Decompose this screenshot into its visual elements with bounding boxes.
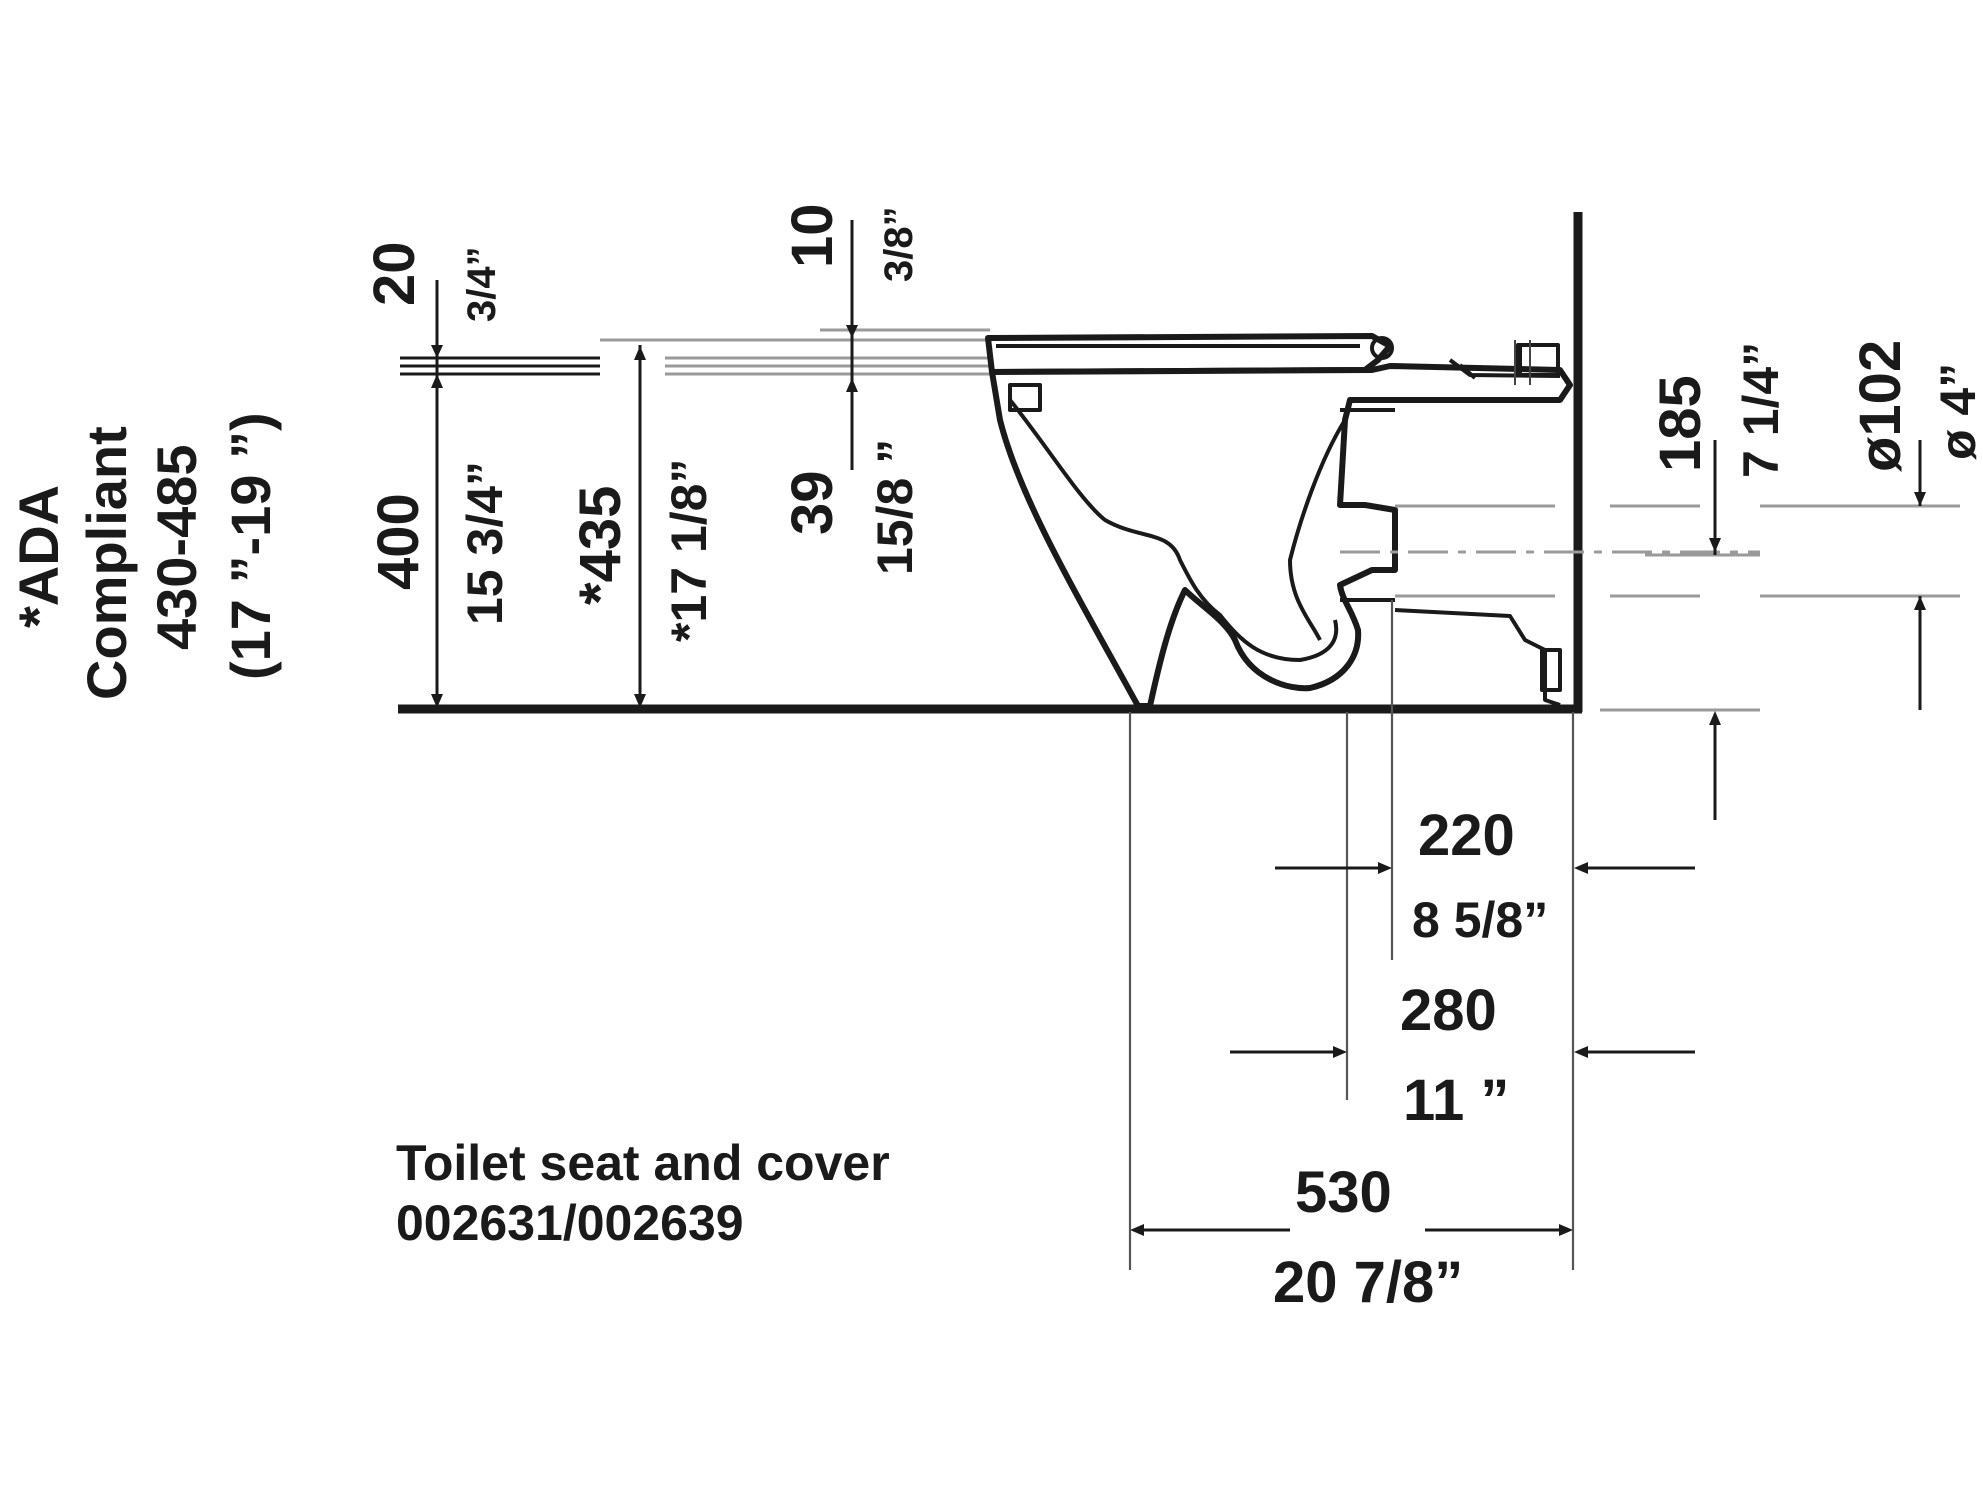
horizontal-extension-lines	[1128, 600, 1575, 1270]
label-435-in: *17 1/8”	[661, 459, 717, 642]
note-line-1: Toilet seat and cover	[396, 1135, 890, 1191]
label-10-mm: 10	[780, 203, 845, 268]
dimension-435	[634, 345, 646, 708]
label-diameter-in: ø 4”	[1930, 363, 1983, 460]
outlet-reference-lines	[1340, 504, 1960, 712]
ada-line-3: 430-485	[145, 444, 208, 650]
label-20-mm: 20	[362, 241, 427, 306]
label-220-in: 8 5/8”	[1412, 892, 1548, 948]
label-185-mm: 185	[1648, 375, 1713, 472]
toilet-body	[985, 333, 1573, 709]
dimension-400	[431, 280, 443, 708]
label-530-in: 20 7/8”	[1273, 1250, 1463, 1315]
toilet-seat-and-cover	[985, 333, 1393, 375]
label-39-in: 15/8 ”	[867, 439, 923, 575]
label-220-mm: 220	[1418, 803, 1515, 868]
ada-line-4: (17 ”-19 ”)	[219, 412, 282, 680]
dimension-530	[1130, 1224, 1573, 1236]
seat-level-reference-lines	[400, 328, 990, 376]
label-280-mm: 280	[1400, 978, 1497, 1043]
label-10-in: 3/8”	[877, 206, 921, 282]
label-20-in: 3/4”	[460, 246, 504, 322]
label-400-in: 15 3/4”	[457, 461, 513, 625]
dimension-185	[1709, 440, 1721, 820]
label-185-in: 7 1/4”	[1733, 342, 1789, 478]
label-diameter-mm: ø102	[1848, 340, 1913, 472]
label-530-mm: 530	[1295, 1160, 1392, 1225]
label-400-mm: 400	[366, 493, 431, 590]
dimension-39	[846, 220, 858, 470]
dimension-220	[1275, 862, 1695, 874]
toilet-bowl	[989, 363, 1573, 709]
label-280-in: 11 ”	[1403, 1068, 1509, 1133]
dimension-diameter	[1914, 440, 1926, 710]
dimension-280	[1230, 1046, 1695, 1058]
label-435-mm: *435	[568, 486, 633, 605]
ada-line-1: *ADA	[7, 485, 70, 628]
ada-line-2: Compliant	[75, 426, 138, 700]
note-line-2: 002631/002639	[396, 1195, 744, 1251]
ada-note: *ADA Compliant 430-485 (17 ”-19 ”)	[7, 412, 282, 700]
label-39-mm: 39	[780, 470, 845, 535]
